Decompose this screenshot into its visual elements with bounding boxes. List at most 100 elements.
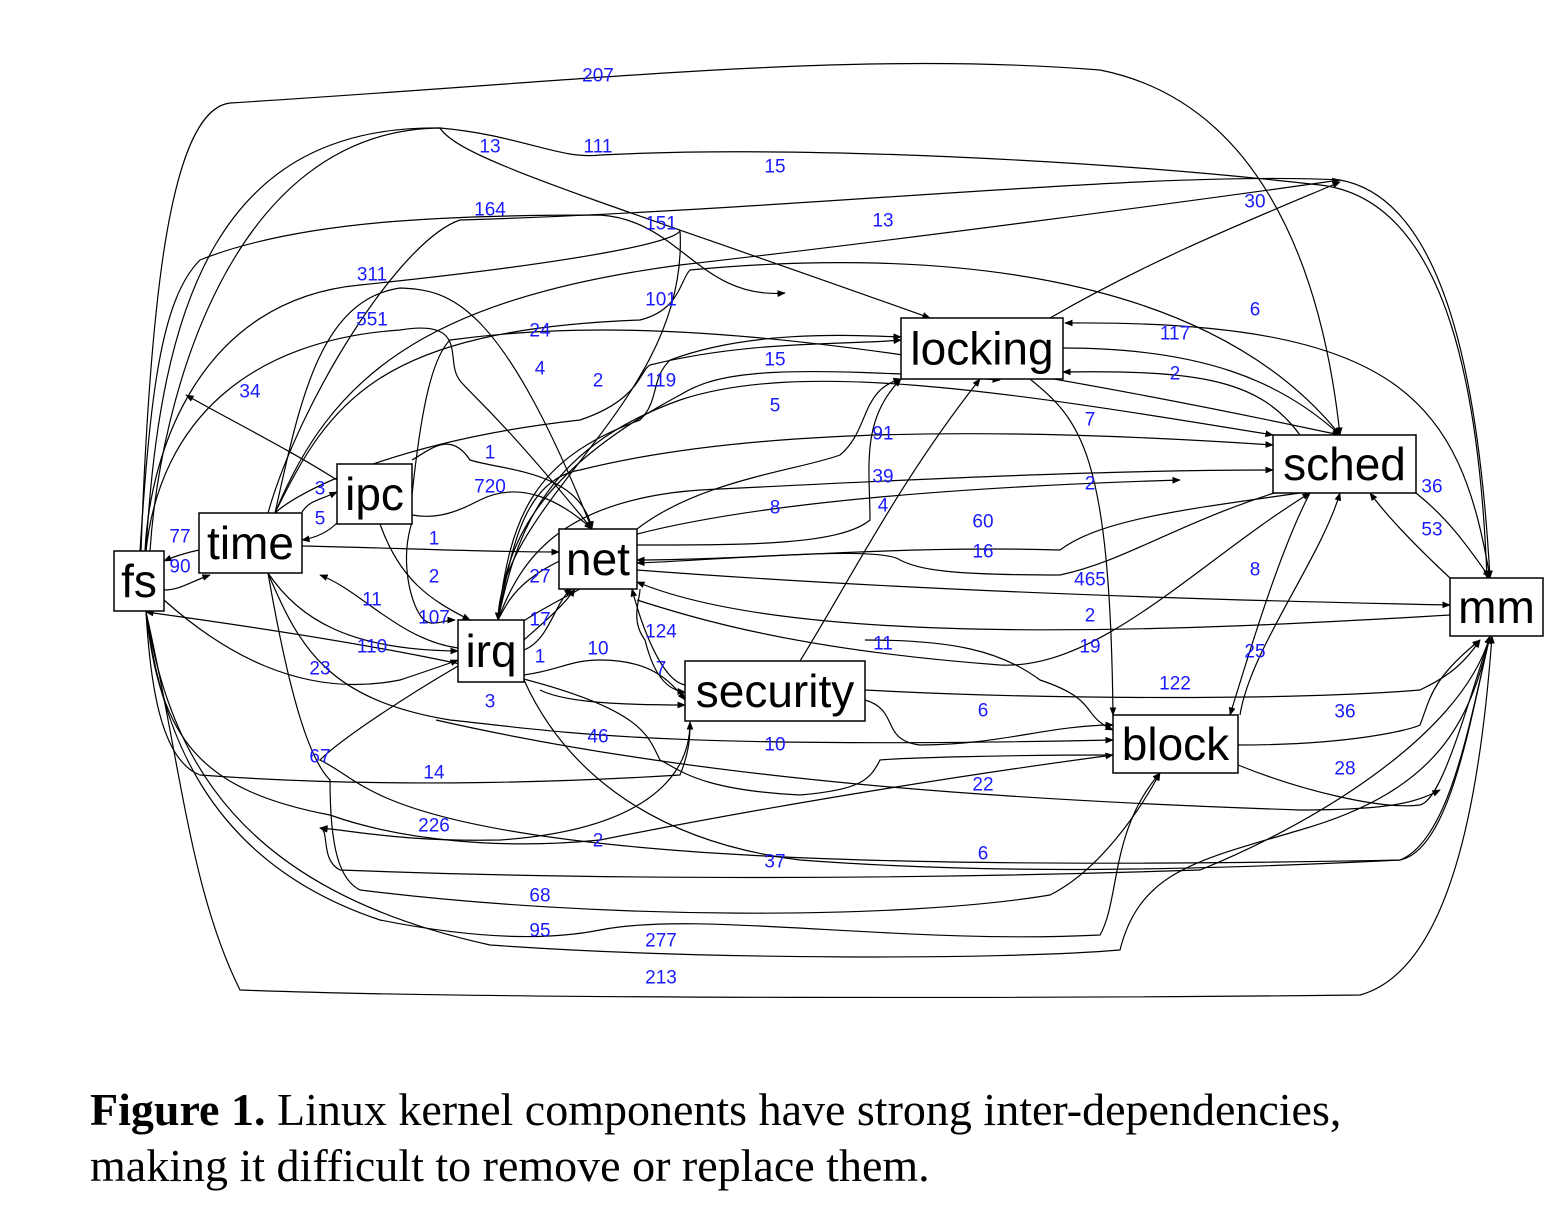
node-label: mm <box>1458 581 1535 633</box>
edge-irq-to-sched <box>497 466 1274 621</box>
edge-time-to-locking <box>274 262 1341 514</box>
edge-label: 10 <box>587 639 608 660</box>
edge-fs-to-mm <box>149 127 1491 579</box>
edge-label: 39 <box>872 467 893 488</box>
edge-label: 2 <box>593 371 604 392</box>
edge-label: 36 <box>1421 477 1442 498</box>
edge-block-to-sched <box>1239 492 1342 716</box>
edge-fs-to-mm <box>145 611 1495 999</box>
edge-label: 11 <box>873 634 893 655</box>
edge-label: 23 <box>309 659 330 680</box>
node-box <box>1112 714 1239 774</box>
edge-label: 14 <box>423 763 445 784</box>
edge-label: 53 <box>1421 520 1442 541</box>
edge-ipc-to-irq <box>379 523 471 621</box>
edge-label: 122 <box>1159 674 1191 695</box>
edge-time-to-block <box>267 572 1161 914</box>
node-fs: fs <box>113 550 165 612</box>
edge-label: 8 <box>1250 560 1261 581</box>
edge-time-to-irq <box>267 572 459 655</box>
edge-label: 1 <box>429 529 440 550</box>
edge-block-to-mm <box>1237 635 1491 807</box>
node-block: block <box>1112 714 1239 774</box>
edge-label: 311 <box>357 265 387 286</box>
edge-time-to-block <box>267 572 1114 744</box>
edge-label: 465 <box>1074 570 1106 591</box>
edge-label: 15 <box>764 157 785 178</box>
edge-label: 720 <box>474 477 506 498</box>
edge-mm-to-time <box>319 635 1491 879</box>
caption-label: Figure 1. <box>90 1084 266 1135</box>
node-box <box>198 512 303 574</box>
edge-net-to-security <box>636 588 686 695</box>
edge-label: 2 <box>429 567 440 588</box>
edge-fs-to-irq <box>144 229 681 621</box>
edge-irq-to-sched <box>497 380 1274 621</box>
edge-ipc-to-irq <box>405 521 456 624</box>
edge-label: 2 <box>1085 474 1096 495</box>
figure-caption: Figure 1. Linux kernel components have s… <box>90 1082 1567 1194</box>
edge-label: 13 <box>872 211 893 232</box>
edge-irq-to-security <box>523 659 686 701</box>
edge-label: 24 <box>529 321 551 342</box>
edge-label: 277 <box>645 931 677 952</box>
edge-irq-to-fs <box>318 635 1492 864</box>
edge-time-to-net <box>301 545 560 556</box>
edge-locking-to-sched <box>1049 181 1341 319</box>
edge-label: 60 <box>972 512 993 533</box>
edge-label: 10 <box>764 735 785 756</box>
edge-locking-to-block <box>1029 378 1117 716</box>
caption-text-2: making it difficult to remove or replace… <box>90 1140 930 1191</box>
edge-block-to-mm <box>1237 639 1481 746</box>
edge-sched-to-net <box>636 484 1301 576</box>
nodes: fstimeipcnetirqsecuritylockingschedmmblo… <box>113 317 1544 774</box>
edge-net-to-locking <box>636 378 902 546</box>
edge-label: 22 <box>972 775 993 796</box>
edge-irq-to-sched <box>497 433 1274 621</box>
edge-security-to-block <box>864 699 1114 746</box>
node-mm: mm <box>1449 577 1544 637</box>
node-label: block <box>1122 718 1230 770</box>
node-security: security <box>684 660 866 722</box>
edge-label: 151 <box>645 214 677 235</box>
node-label: security <box>696 665 854 717</box>
edge-label: 110 <box>357 637 387 658</box>
edge-time-to-mm <box>435 719 1441 811</box>
edge-label: 36 <box>1334 702 1355 723</box>
edge-security-to-locking <box>799 378 981 662</box>
edge-ipc-to-time <box>301 522 338 543</box>
edge-mm-to-locking <box>1064 319 1491 579</box>
edge-label: 91 <box>872 424 893 445</box>
edge-fs-to-block <box>145 611 1161 938</box>
node-box <box>900 317 1064 380</box>
edge-label: 4 <box>535 359 546 380</box>
node-ipc: ipc <box>336 463 413 525</box>
edge-fs-to-block <box>145 611 1114 845</box>
edge-net-to-sched <box>636 492 1311 666</box>
edge-label: 17 <box>529 610 550 631</box>
node-irq: irq <box>457 619 525 683</box>
node-label: fs <box>121 555 157 607</box>
edge-fs-to-mm <box>145 611 1492 958</box>
edge-label: 4 <box>878 496 889 517</box>
edge-ipc-to-net <box>411 491 593 530</box>
edge-label: 226 <box>418 816 450 837</box>
edge-label: 111 <box>584 137 613 158</box>
edge-fs-to-irq <box>163 599 459 686</box>
edge-label: 117 <box>1160 324 1190 345</box>
edge-fs-to-time <box>163 574 211 591</box>
edge-label: 19 <box>1079 637 1100 658</box>
node-label: net <box>566 533 630 585</box>
edge-block-to-fs <box>145 609 1114 796</box>
edge-sched-to-net <box>636 492 1301 564</box>
edge-net-to-mm <box>636 569 1451 609</box>
edge-label: 124 <box>645 622 677 643</box>
edge-label: 5 <box>770 396 781 417</box>
node-locking: locking <box>900 317 1064 380</box>
edge-mm-to-sched <box>1369 492 1451 579</box>
edge-label: 164 <box>474 200 506 221</box>
edge-ipc-to-fs <box>185 394 338 481</box>
caption-text-1: Linux kernel components have strong inte… <box>276 1084 1342 1135</box>
edge-label: 28 <box>1334 759 1355 780</box>
kernel-dependency-graph: fstimeipcnetirqsecuritylockingschedmmblo… <box>113 62 1544 999</box>
